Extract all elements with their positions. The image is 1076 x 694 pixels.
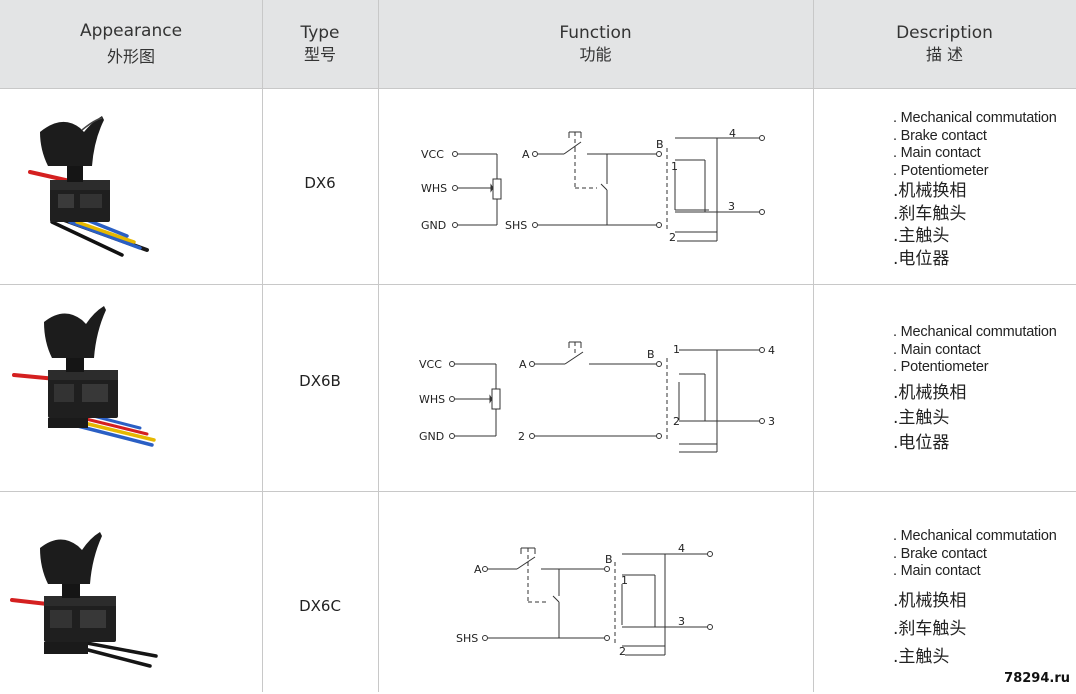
header-function-en: Function xyxy=(559,23,632,43)
column-divider xyxy=(262,0,263,692)
desc-line: . Mechanical commutation xyxy=(893,324,1057,340)
label-vcc: VCC xyxy=(419,358,442,371)
desc-line: . Main contact xyxy=(893,145,981,161)
column-divider xyxy=(378,0,379,692)
circuit-diagram-dx6c: A SHS B 1 2 3 4 xyxy=(379,540,812,694)
label-b: B xyxy=(647,348,655,361)
switch-photo-dx6b xyxy=(12,300,162,454)
desc-line: .机械换相 xyxy=(893,590,967,611)
label-a: A xyxy=(519,358,527,371)
label-gnd: GND xyxy=(419,430,444,443)
desc-line: .电位器 xyxy=(893,248,950,269)
desc-line: . Mechanical commutation xyxy=(893,528,1057,544)
desc-line: . Main contact xyxy=(893,563,981,579)
label-whs: WHS xyxy=(419,393,445,406)
label-n4: 4 xyxy=(729,127,736,140)
table-header xyxy=(0,0,1076,88)
label-n1: 1 xyxy=(671,160,678,173)
desc-line: .机械换相 xyxy=(893,382,967,403)
desc-line: . Main contact xyxy=(893,341,981,358)
desc-line: .主触头 xyxy=(893,646,950,667)
header-appearance-zh: 外形图 xyxy=(106,47,155,66)
label-n2: 2 xyxy=(669,231,676,244)
label-whs: WHS xyxy=(421,182,447,195)
type-dx6b: DX6B xyxy=(299,372,341,390)
label-a: A xyxy=(522,148,530,161)
label-shs: SHS xyxy=(456,632,478,645)
desc-line: .电位器 xyxy=(893,432,950,453)
label-n3: 3 xyxy=(768,415,775,428)
label-gnd: GND xyxy=(421,219,446,232)
label-b: B xyxy=(605,553,613,566)
description-dx6b: . Mechanical commutation . Main contact … xyxy=(893,324,1073,456)
column-divider xyxy=(813,0,814,692)
label-n4: 4 xyxy=(768,344,775,357)
circuit-diagram-dx6: VCC WHS GND A SHS B 1 2 3 4 xyxy=(379,110,812,264)
desc-line: . Brake contact xyxy=(893,127,987,144)
row-divider xyxy=(0,88,1076,89)
label-n1: 1 xyxy=(673,343,680,356)
desc-line: .刹车触头 xyxy=(893,203,967,224)
description-dx6c: . Mechanical commutation . Brake contact… xyxy=(893,528,1073,671)
desc-line: .主触头 xyxy=(893,407,950,428)
desc-line: .主触头 xyxy=(893,226,950,246)
type-dx6c: DX6C xyxy=(299,597,341,615)
watermark: 78294.ru xyxy=(1004,671,1070,686)
label-two: 2 xyxy=(518,430,525,443)
header-appearance: Appearance 外形图 xyxy=(0,0,262,88)
header-description-en: Description xyxy=(896,23,993,43)
label-n3: 3 xyxy=(728,200,735,213)
label-b: B xyxy=(656,138,664,151)
row-divider xyxy=(0,491,1076,492)
header-appearance-en: Appearance xyxy=(79,21,183,41)
header-description: Description 描 述 xyxy=(813,0,1076,88)
header-type-zh: 型号 xyxy=(303,45,336,64)
header-function: Function 功能 xyxy=(378,0,813,88)
label-n4: 4 xyxy=(678,542,685,555)
label-a: A xyxy=(474,563,482,576)
label-shs: SHS xyxy=(505,219,527,232)
type-dx6: DX6 xyxy=(304,174,336,192)
label-vcc: VCC xyxy=(421,148,444,161)
desc-line: . Mechanical commutation xyxy=(893,110,1057,126)
desc-line: .机械换相 xyxy=(893,181,967,201)
desc-line: . Brake contact xyxy=(893,545,987,562)
desc-line: . Potentiometer xyxy=(893,359,989,375)
header-function-zh: 功能 xyxy=(579,45,612,64)
label-n2: 2 xyxy=(619,645,626,658)
switch-photo-dx6 xyxy=(22,110,162,264)
label-n1: 1 xyxy=(621,574,628,587)
label-n2: 2 xyxy=(673,415,680,428)
desc-line: .刹车触头 xyxy=(893,618,967,639)
switch-photo-dx6c xyxy=(10,526,160,680)
desc-line: . Potentiometer xyxy=(893,162,989,179)
header-type: Type 型号 xyxy=(262,0,378,88)
row-divider xyxy=(0,284,1076,285)
description-dx6: . Mechanical commutation . Brake contact… xyxy=(893,110,1073,270)
header-type-en: Type xyxy=(300,23,340,43)
label-n3: 3 xyxy=(678,615,685,628)
circuit-diagram-dx6b: VCC WHS GND A 2 B 1 2 3 4 xyxy=(379,320,812,474)
header-description-zh: 描 述 xyxy=(925,45,964,64)
